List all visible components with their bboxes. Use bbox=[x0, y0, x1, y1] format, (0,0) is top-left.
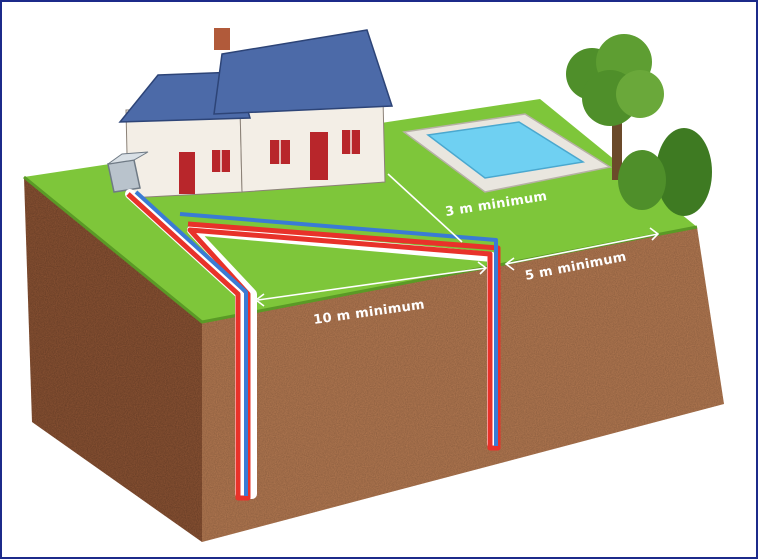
house-icon bbox=[118, 28, 394, 199]
pipe-return-blue bbox=[134, 190, 498, 496]
geothermal-probe-icon bbox=[125, 189, 501, 501]
shrub-icon bbox=[618, 128, 712, 216]
swimming-pool-icon bbox=[402, 113, 613, 193]
heat-pump-unit-icon bbox=[107, 151, 149, 193]
tree-icon bbox=[566, 34, 664, 180]
